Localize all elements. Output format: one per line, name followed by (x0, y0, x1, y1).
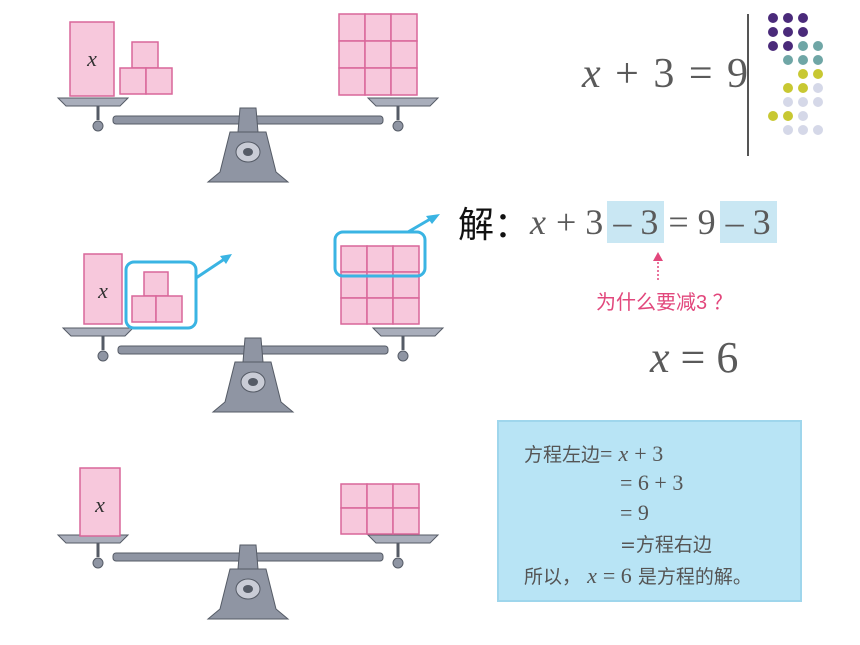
scale2-variable: x (97, 278, 108, 303)
solution-minus2: – 3 (719, 201, 777, 243)
solution-variable: x (530, 202, 546, 242)
scale-3: x (56, 467, 440, 621)
check-box: 方程左边= x + 3 = 6 + 3 = 9 =方程右边 所以， x = 6 … (497, 420, 802, 602)
solution-part1: + 3 (556, 202, 604, 242)
check-line5-b: = 6 (602, 563, 632, 588)
check-line5: 所以， x = 6 是方程的解。 (524, 562, 752, 589)
scale-2: x (61, 214, 445, 414)
check-line2: = 6 + 3 (620, 470, 683, 496)
solution-minus1: – 3 (607, 201, 665, 243)
solution-part2: = 9 (668, 202, 716, 242)
check-line1: 方程左边= x + 3 (524, 440, 663, 467)
answer-line: x = 6 (650, 332, 738, 383)
answer-rest: = 6 (680, 333, 739, 382)
check-line1-var: x (618, 441, 629, 466)
scale-1: x (56, 13, 440, 184)
scale1-variable: x (86, 46, 97, 71)
solution-label: 解： (458, 205, 531, 246)
check-line1-eq: = (600, 441, 613, 466)
equation-variable: x (582, 51, 603, 97)
balance-scales: x x (56, 13, 445, 621)
decorative-dots (768, 13, 823, 135)
check-line1-label: 方程左边 (524, 444, 601, 466)
scale3-variable: x (94, 492, 105, 517)
arrow-up-icon (653, 252, 663, 281)
check-line4-text: =方程右边 (620, 534, 712, 556)
solution-line: 解： x + 3 – 3 = 9 – 3 (458, 196, 781, 248)
check-line5-c: 是方程的解。 (637, 566, 752, 588)
check-line5-var: x (587, 563, 597, 588)
check-line3-text: = 9 (620, 500, 649, 525)
check-line1-rest: + 3 (634, 441, 664, 466)
question-text: 为什么要减3 ？ (596, 292, 733, 314)
check-line4: =方程右边 (620, 530, 712, 557)
equation-top: x + 3 = 9 (582, 50, 750, 98)
check-line5-a: 所以， (524, 566, 582, 588)
answer-variable: x (650, 333, 670, 382)
divider-line (747, 14, 749, 156)
check-line3: = 9 (620, 500, 649, 526)
equation-rest: + 3 = 9 (615, 51, 751, 97)
check-line2-text: = 6 + 3 (620, 470, 684, 495)
